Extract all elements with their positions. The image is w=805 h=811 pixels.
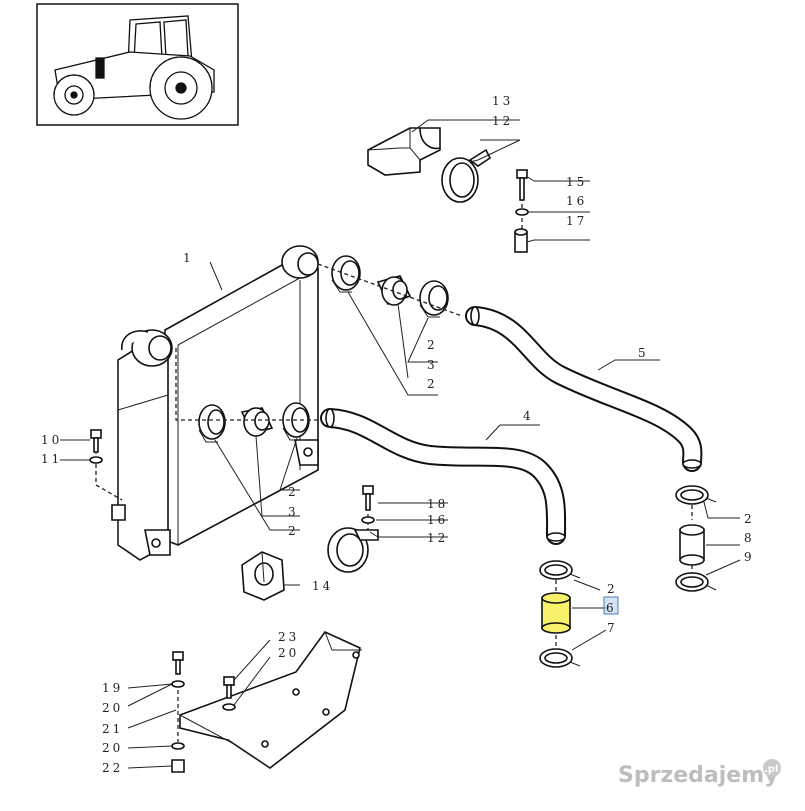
bolt-23 <box>223 676 235 699</box>
label-13: 13 <box>492 94 513 108</box>
lower-clamp-left <box>198 404 226 443</box>
label-11: 11 <box>41 452 62 466</box>
clamp-7 <box>539 648 581 668</box>
washer-16-lower <box>361 516 375 524</box>
centerline-upper <box>317 263 463 317</box>
upper-sleeve <box>376 275 412 306</box>
washer-20-left <box>171 680 185 688</box>
watermark-text: Sprzedajemy <box>618 763 779 788</box>
label-15: 15 <box>566 175 587 189</box>
label-6: 6 <box>606 601 617 615</box>
label-2-bottom: 2 <box>607 582 618 596</box>
label-2-lower-a: 2 <box>288 485 299 499</box>
label-12-top: 12 <box>492 114 513 128</box>
leader-lines <box>60 119 741 769</box>
label-8: 8 <box>744 531 755 545</box>
label-2-lower-b: 2 <box>288 524 299 538</box>
label-16-lower: 16 <box>427 513 448 527</box>
clamp-12-lower <box>327 527 379 573</box>
bolt-18 <box>362 485 374 511</box>
label-12-lower: 12 <box>427 531 448 545</box>
hose-4 <box>320 408 567 545</box>
tractor-icon <box>53 15 215 120</box>
clamp-12-top <box>441 148 492 203</box>
upper-clamp-right <box>419 280 449 318</box>
bracket-13 <box>367 127 441 176</box>
bolt-15 <box>516 169 528 201</box>
label-7: 7 <box>607 621 618 635</box>
label-23: 23 <box>278 630 299 644</box>
label-20-right: 20 <box>278 646 299 660</box>
clamp-2-bottom <box>539 560 581 580</box>
callout-box-6 <box>603 596 619 615</box>
washer-20-right <box>222 703 236 711</box>
watermark: Sprzedajemy .pl <box>618 759 781 788</box>
tractor-thumbnail <box>36 3 239 126</box>
label-2-right: 2 <box>744 512 755 526</box>
label-3-upper: 3 <box>427 358 438 372</box>
lower-sleeve <box>240 407 274 437</box>
support-bracket <box>179 631 362 769</box>
label-3-lower: 3 <box>288 505 299 519</box>
label-10: 10 <box>41 433 62 447</box>
label-17: 17 <box>566 214 587 228</box>
watermark-suffix: .pl <box>764 764 778 775</box>
clamp-9 <box>675 572 717 592</box>
hose-5 <box>465 306 703 472</box>
label-9: 9 <box>744 550 755 564</box>
label-22: 22 <box>102 761 123 775</box>
part-labels: 1 13 12 15 16 17 2 3 2 5 4 10 11 2 3 2 1… <box>41 94 755 775</box>
rubber-block-14 <box>241 551 285 601</box>
label-4: 4 <box>523 409 534 423</box>
centerline-bolt-10 <box>95 450 123 501</box>
intercooler <box>111 245 319 561</box>
sleeve-8 <box>679 524 705 566</box>
upper-clamp-left <box>331 255 361 293</box>
label-21: 21 <box>102 722 123 736</box>
label-20-bottom: 20 <box>102 741 123 755</box>
label-14: 14 <box>312 579 333 593</box>
washer-20-under <box>171 742 185 750</box>
label-19: 19 <box>102 681 123 695</box>
label-5: 5 <box>638 346 649 360</box>
label-2-upper-a: 2 <box>427 338 438 352</box>
bolt-19 <box>172 651 184 675</box>
label-16-top: 16 <box>566 194 587 208</box>
washer-16-top <box>515 208 529 216</box>
nut-22 <box>171 759 185 773</box>
sleeve-6-highlighted <box>541 592 571 634</box>
label-18: 18 <box>427 497 448 511</box>
label-2-upper-b: 2 <box>427 377 438 391</box>
label-1: 1 <box>183 251 194 265</box>
label-20-left: 20 <box>102 701 123 715</box>
clamp-2-right <box>675 485 717 505</box>
spacer-17 <box>514 228 528 253</box>
watermark-dot-badge <box>763 759 781 777</box>
bolt-10 <box>90 429 102 453</box>
washer-11 <box>89 456 103 464</box>
centerline-lower <box>175 348 318 421</box>
